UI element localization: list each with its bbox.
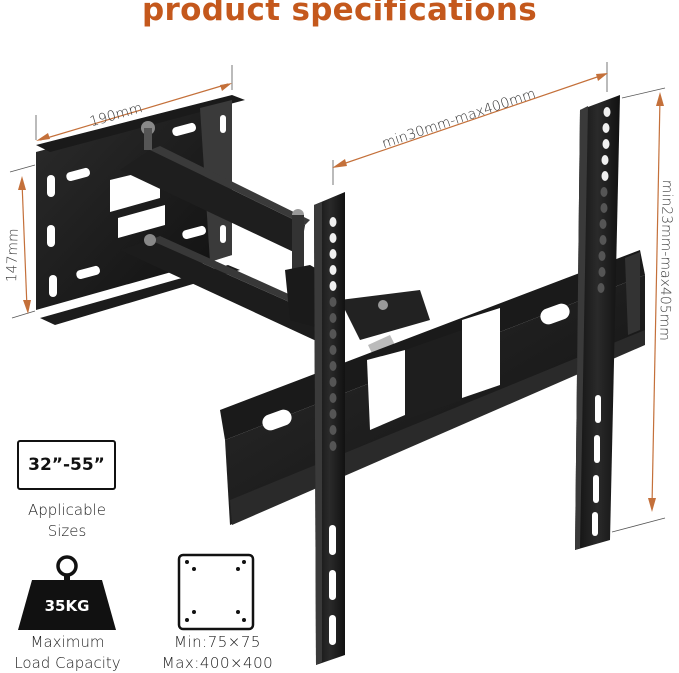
applicable-sizes-caption: Applicable Sizes: [0, 500, 134, 542]
page-title: product specifications: [142, 0, 537, 28]
load-capacity-value: 35KG: [44, 597, 90, 615]
tv-size-box-icon: 32”-55”: [17, 440, 116, 490]
caption-line: Load Capacity: [14, 654, 121, 672]
load-capacity-caption: Maximum Load Capacity: [0, 632, 135, 673]
upper-arm: [120, 121, 310, 275]
wall-plate-height-label: 147mm: [4, 228, 22, 283]
caption-line: Min:75×75: [174, 633, 261, 651]
weight-icon: [18, 555, 116, 630]
vesa-caption: Min:75×75 Max:400×400: [150, 632, 285, 673]
right-vertical-bracket: [575, 95, 620, 550]
left-vertical-bracket: [314, 192, 345, 665]
caption-line: Applicable: [28, 501, 106, 519]
caption-line: Max:400×400: [161, 654, 274, 672]
vesa-pattern-icon: [177, 553, 255, 631]
caption-line: Maximum: [30, 633, 105, 651]
bracket-height-label: min23mm-max405mm: [656, 179, 675, 342]
lower-arm: [120, 234, 430, 370]
dimension-lines: [9, 62, 666, 533]
caption-line: Sizes: [47, 522, 87, 540]
applicable-sizes-value: 32”-55”: [28, 455, 105, 475]
